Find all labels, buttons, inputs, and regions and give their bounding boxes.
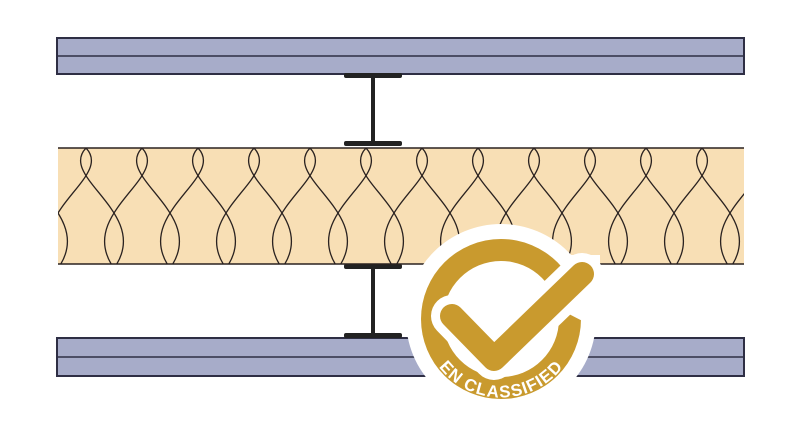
bottom-plasterboard bbox=[56, 337, 745, 377]
upper-steel-stud bbox=[344, 73, 402, 146]
insulation-curve bbox=[359, 148, 405, 264]
insulation-curve bbox=[79, 148, 125, 264]
insulation-curve bbox=[527, 148, 573, 264]
insulation-curve bbox=[215, 148, 261, 264]
insulation-curve bbox=[639, 148, 685, 264]
insulation-curve bbox=[753, 148, 796, 264]
checkmark-icon bbox=[431, 253, 603, 380]
insulation-curve bbox=[159, 148, 205, 264]
en-classified-badge: EN CLASSIFIED bbox=[406, 224, 603, 414]
insulation-curve bbox=[271, 148, 317, 264]
top-plasterboard bbox=[56, 37, 745, 75]
insulation-curve bbox=[247, 148, 293, 264]
insulation-curve bbox=[607, 148, 653, 264]
insulation-curve bbox=[777, 148, 800, 264]
insulation-layer bbox=[58, 147, 800, 265]
insulation-curve bbox=[191, 148, 237, 264]
insulation-curve bbox=[663, 148, 709, 264]
insulation-pattern bbox=[58, 148, 800, 264]
insulation-curve bbox=[719, 193, 744, 264]
insulation-curve bbox=[58, 148, 93, 215]
insulation-curve bbox=[58, 211, 69, 264]
insulation-curve bbox=[695, 148, 741, 264]
insulation-curve bbox=[327, 148, 373, 264]
lower-steel-stud bbox=[344, 264, 402, 338]
insulation-curve bbox=[303, 148, 349, 264]
insulation-curve bbox=[583, 148, 629, 264]
insulation-curve bbox=[383, 148, 429, 264]
insulation-curve bbox=[135, 148, 181, 264]
insulation-curve bbox=[103, 148, 149, 264]
